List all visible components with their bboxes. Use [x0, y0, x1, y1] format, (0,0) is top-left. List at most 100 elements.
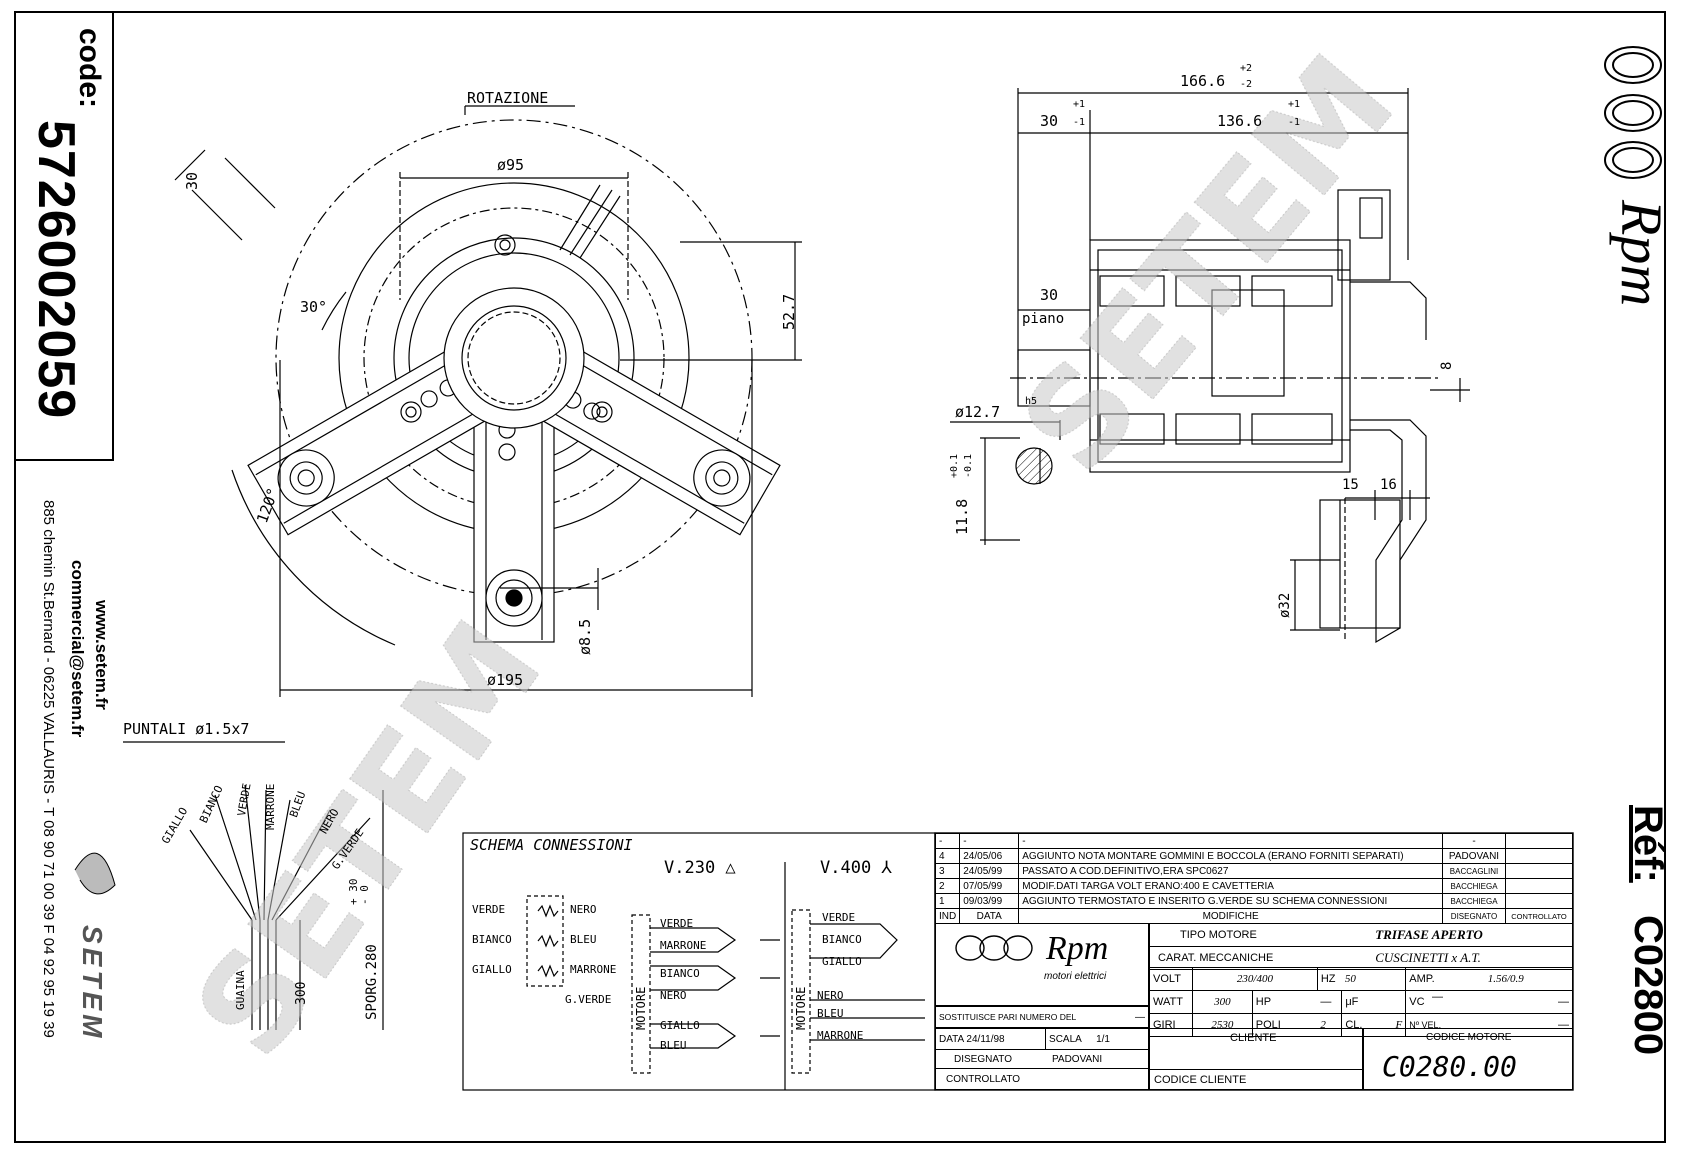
- dim-d32: ø32: [1277, 592, 1293, 618]
- data-value: 24/11/98: [966, 1033, 1005, 1045]
- mod-chk: [1505, 893, 1573, 909]
- motore-label: MOTORE: [794, 986, 808, 1030]
- v400-label: V.400 ⅄: [820, 858, 892, 878]
- mod-text: -: [1018, 833, 1443, 849]
- table-row: TIPO MOTORE TRIFASE APERTO: [1149, 923, 1574, 947]
- guaina-label: GUAINA: [234, 970, 247, 1010]
- mod-header-by: DISEGNATO: [1442, 908, 1506, 924]
- delta-label: GIALLO: [660, 1019, 700, 1032]
- h5-label: h5: [1025, 396, 1038, 407]
- ref-label: Réf:: [1626, 805, 1670, 883]
- scala-value: 1/1: [1096, 1033, 1110, 1045]
- codice-motore-value: C0280.00: [1382, 1050, 1517, 1083]
- mod-chk: [1505, 848, 1573, 864]
- winding-left: GIALLO: [472, 963, 512, 976]
- sost-label: SOSTITUISCE PARI NUMERO DEL: [934, 1006, 1127, 1028]
- scala-cell: SCALA 1/1: [1045, 1028, 1149, 1050]
- mod-chk: [1505, 863, 1573, 879]
- company-web: www.setem.fr: [92, 600, 111, 710]
- mod-by: -: [1442, 833, 1506, 849]
- mod-header-chk: CONTROLLATO: [1505, 908, 1573, 924]
- winding-gverde: G.VERDE: [565, 993, 612, 1006]
- rpm-logo-sub: motori elettrici: [1044, 971, 1107, 982]
- rpm-logo-mark: [1604, 46, 1662, 179]
- wire-label: MARRONE: [264, 783, 277, 830]
- mod-text: AGGIUNTO TERMOSTATO E INSERITO G.VERDE S…: [1018, 893, 1443, 909]
- hz-label: HZ: [1316, 967, 1342, 991]
- mod-header-date: DATA: [959, 908, 1020, 924]
- star-line-label: MARRONE: [817, 1029, 864, 1042]
- delta-label: BLEU: [660, 1039, 687, 1052]
- watt-label: WATT: [1149, 990, 1193, 1014]
- winding-right: NERO: [570, 903, 597, 916]
- outer-diameter-circle: [275, 119, 753, 597]
- disegnato-label: DISEGNATO: [954, 1053, 1012, 1065]
- sporg-tol: + 30 - 0: [347, 878, 371, 906]
- giri-label: GIRI: [1149, 1013, 1193, 1037]
- scala-label: SCALA: [1049, 1033, 1082, 1045]
- mod-header-ind: IND: [934, 908, 961, 924]
- dim-15: 15: [1342, 477, 1359, 493]
- delta-label: NERO: [660, 989, 687, 1002]
- code-value: 5726002059: [27, 120, 85, 420]
- mod-ind: 2: [934, 878, 961, 894]
- company-address: 885 chemin St.Bernard - 06225 VALLAURIS …: [40, 500, 57, 1038]
- piano-label: piano: [1022, 311, 1065, 327]
- nvel-label: Nº VEL.: [1405, 1013, 1485, 1037]
- specs-table: VOLT 230/400 HZ 50 AMP. 1.56/0.9 WATT 30…: [1149, 967, 1573, 1037]
- table-row: DATA 24/11/98 SCALA 1/1: [934, 1028, 1149, 1050]
- vc-value: —: [1484, 990, 1573, 1014]
- delta-label: MARRONE: [660, 939, 707, 952]
- mod-date: 07/05/99: [959, 878, 1020, 894]
- winding-left: VERDE: [472, 903, 506, 916]
- volt-value: 230/400: [1192, 967, 1318, 991]
- company-brand: SETEM: [77, 925, 108, 1042]
- schema-title: SCHEMA CONNESSIONI: [470, 836, 633, 854]
- volt-label: VOLT: [1149, 967, 1193, 991]
- star-label: GIALLO: [822, 955, 862, 968]
- dim-d12-7: ø12.7: [955, 403, 1001, 421]
- table-row: ----: [934, 833, 1573, 849]
- uf-label: μF: [1341, 990, 1406, 1014]
- rpm-logo-text: Rpm: [1609, 200, 1674, 307]
- tol-136-plus: +1: [1288, 99, 1301, 110]
- mod-by: BACCAGLINI: [1442, 863, 1506, 879]
- delta-label: BIANCO: [660, 967, 700, 980]
- table-row: VOLT 230/400 HZ 50 AMP. 1.56/0.9: [1149, 967, 1573, 991]
- controllato-label: CONTROLLATO: [935, 1068, 1149, 1090]
- title-block-table: TIPO MOTORE TRIFASE APERTO CARAT. MECCAN…: [1149, 923, 1574, 970]
- watt-value: 300: [1192, 990, 1253, 1014]
- mod-text: MODIF.DATI TARGA VOLT ERANO:400 E CAVETT…: [1018, 878, 1443, 894]
- leads-drawing: [123, 741, 384, 1030]
- tol-166-minus: -2: [1240, 79, 1253, 90]
- tol-plus01: +0.1: [949, 453, 960, 478]
- dim-166-6: 166.6: [1180, 72, 1226, 90]
- outer-frame: [14, 11, 1666, 1143]
- code-label: code:: [73, 28, 106, 109]
- sost-value: —: [1126, 1006, 1149, 1028]
- dim-30-piano: 30: [1040, 286, 1059, 304]
- company-email: commercial@setem.fr: [68, 560, 87, 738]
- dim-30-top: 30: [1040, 112, 1059, 130]
- tol-minus01: -0.1: [963, 453, 974, 478]
- giri-value: 2530: [1192, 1013, 1253, 1037]
- mod-by: BACCHIEGA: [1442, 878, 1506, 894]
- tipo-label: TIPO MOTORE: [1149, 923, 1373, 947]
- tol-30-minus: -1: [1073, 117, 1086, 128]
- ref-value: C02800: [1626, 915, 1670, 1056]
- data-label: DATA: [939, 1033, 964, 1045]
- rotation-label: ROTAZIONE: [467, 89, 549, 107]
- star-label: BIANCO: [822, 933, 862, 946]
- puntali-label: PUNTALI ø1.5x7: [123, 720, 250, 738]
- winding-right: MARRONE: [570, 963, 617, 976]
- mod-by: PADOVANI: [1442, 848, 1506, 864]
- table-row: SOSTITUISCE PARI NUMERO DEL —: [934, 1006, 1149, 1028]
